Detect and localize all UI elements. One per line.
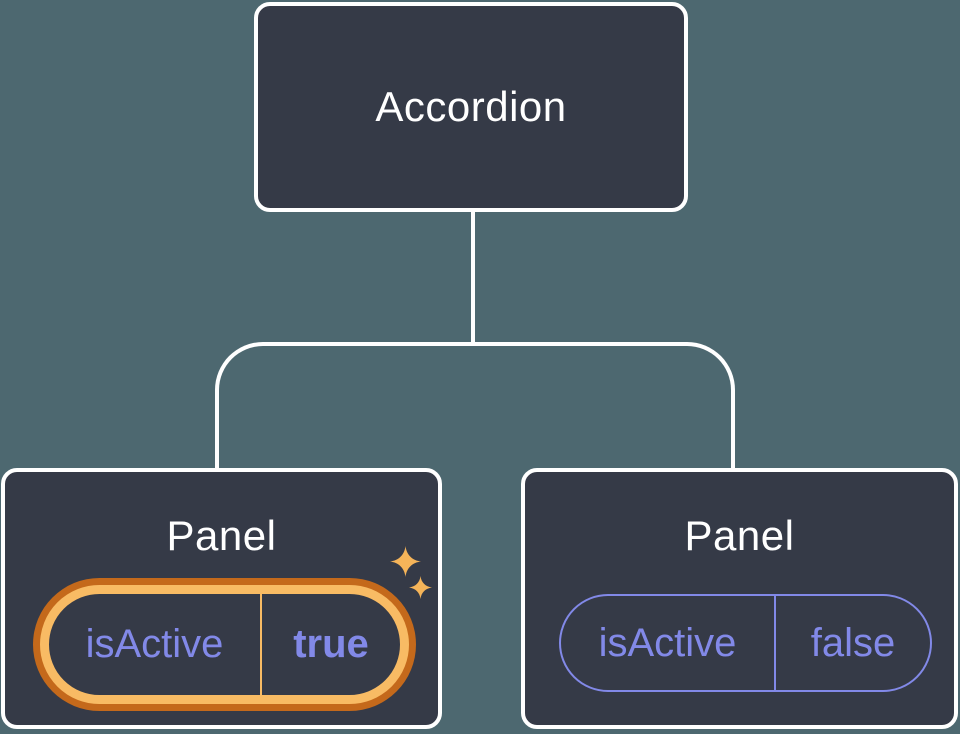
state-key-cell: isActive (598, 620, 737, 665)
accordion-node-label: Accordion (375, 83, 567, 130)
panel-node-label: Panel (166, 512, 277, 559)
state-key-cell: isActive (85, 622, 224, 666)
state-pill-inactive: isActive false (559, 594, 932, 692)
connector-stem-line (471, 212, 475, 346)
panel-node-label: Panel (684, 512, 795, 559)
sparkle-icon-large (390, 546, 421, 577)
pill-divider (774, 596, 776, 690)
connector-branch-bracket (215, 342, 735, 469)
state-pill-active: isActive true (40, 585, 409, 704)
component-node-accordion: Accordion (254, 2, 688, 212)
component-node-panel-inactive: Panel isActive false (521, 468, 958, 729)
state-value-cell: false (810, 620, 896, 665)
sparkle-icon-small (409, 576, 432, 599)
component-node-panel-active: Panel isActive true (1, 468, 442, 729)
state-value-cell: true (293, 622, 369, 666)
pill-divider (260, 594, 262, 695)
